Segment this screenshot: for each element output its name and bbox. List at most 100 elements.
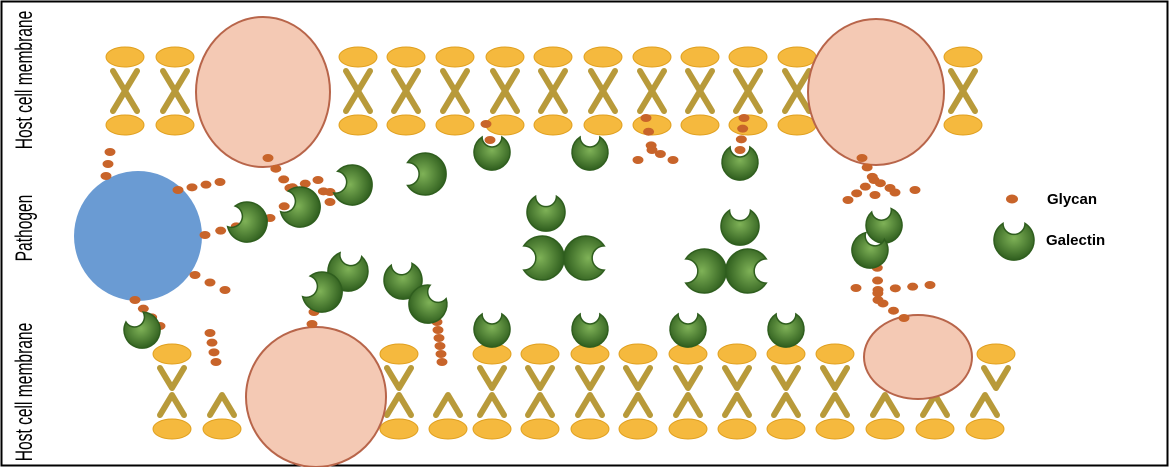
glycan-legend-icon bbox=[1006, 195, 1018, 204]
pathogen-label: Pathogen bbox=[12, 195, 38, 262]
lipid-head bbox=[681, 115, 719, 135]
glycan-unit bbox=[633, 156, 644, 164]
glycan-unit bbox=[899, 314, 910, 322]
lipid-head bbox=[436, 47, 474, 67]
lipid-head bbox=[486, 115, 524, 135]
glycan-unit bbox=[173, 186, 184, 194]
lipid-head bbox=[866, 419, 904, 439]
glycan-unit bbox=[736, 135, 747, 143]
lipid-head bbox=[966, 419, 1004, 439]
glycan-unit bbox=[211, 358, 222, 366]
glycan-unit bbox=[647, 146, 658, 154]
glycan-unit bbox=[325, 198, 336, 206]
lipid-head bbox=[429, 419, 467, 439]
lipid-head bbox=[571, 419, 609, 439]
glycan-unit bbox=[735, 146, 746, 154]
lipid-head bbox=[339, 115, 377, 135]
glycan-unit bbox=[862, 163, 873, 171]
glycan-unit bbox=[668, 156, 679, 164]
lipid-head bbox=[339, 47, 377, 67]
glycan-unit bbox=[843, 196, 854, 204]
lipid-head bbox=[153, 419, 191, 439]
lipid-head bbox=[521, 344, 559, 364]
galectin-legend-label: Galectin bbox=[1046, 232, 1105, 249]
glycan-unit bbox=[739, 114, 750, 122]
glycan-legend-label: Glycan bbox=[1047, 191, 1097, 208]
glycan-unit bbox=[888, 307, 899, 315]
lipid-head bbox=[916, 419, 954, 439]
lipid-head bbox=[944, 115, 982, 135]
glycan-unit bbox=[313, 176, 324, 184]
lipid-head bbox=[203, 419, 241, 439]
lipid-head bbox=[633, 47, 671, 67]
lipid-head bbox=[619, 344, 657, 364]
glycan-unit bbox=[870, 191, 881, 199]
lipid-head bbox=[473, 419, 511, 439]
lipid-head bbox=[380, 419, 418, 439]
lipid-head bbox=[729, 47, 767, 67]
glycan-unit bbox=[200, 231, 211, 239]
lipid-head bbox=[718, 344, 756, 364]
glycan-unit bbox=[103, 160, 114, 168]
glycan-unit bbox=[215, 178, 226, 186]
lipid-head bbox=[534, 115, 572, 135]
membrane-protein bbox=[808, 19, 944, 165]
lipid-head bbox=[387, 47, 425, 67]
glycan-unit bbox=[873, 286, 884, 294]
host-cell-membrane-top-label: Host cell membrane bbox=[12, 11, 38, 150]
lipid-head bbox=[106, 47, 144, 67]
glycan-unit bbox=[851, 189, 862, 197]
glycan-unit bbox=[925, 281, 936, 289]
lipid-head bbox=[521, 419, 559, 439]
glycan-unit bbox=[187, 183, 198, 191]
glycan-unit bbox=[270, 165, 281, 173]
glycan-unit bbox=[220, 286, 231, 294]
lipid-head bbox=[619, 419, 657, 439]
glycan-unit bbox=[860, 183, 871, 191]
lipid-head bbox=[816, 344, 854, 364]
glycan-unit bbox=[307, 320, 318, 328]
glycan-unit bbox=[105, 148, 116, 156]
glycan-unit bbox=[872, 277, 883, 285]
lipid-head bbox=[153, 344, 191, 364]
glycan-unit bbox=[869, 176, 880, 184]
glycan-unit bbox=[435, 342, 446, 350]
glycan-unit bbox=[643, 128, 654, 136]
lipid-head bbox=[486, 47, 524, 67]
lipid-head bbox=[156, 47, 194, 67]
glycan-unit bbox=[481, 120, 492, 128]
glycan-unit bbox=[433, 326, 444, 334]
glycan-unit bbox=[215, 227, 226, 235]
glycan-unit bbox=[205, 279, 216, 287]
lipid-head bbox=[584, 47, 622, 67]
glycan-unit bbox=[851, 284, 862, 292]
glycan-unit bbox=[209, 348, 220, 356]
lipid-head bbox=[534, 47, 572, 67]
glycan-unit bbox=[279, 202, 290, 210]
lipid-head bbox=[767, 419, 805, 439]
lipid-head bbox=[681, 47, 719, 67]
lipid-head bbox=[669, 419, 707, 439]
glycan-unit bbox=[437, 358, 448, 366]
lipid-head bbox=[977, 344, 1015, 364]
glycan-unit bbox=[207, 339, 218, 347]
membrane-protein bbox=[864, 315, 972, 399]
glycan-unit bbox=[263, 154, 274, 162]
lipid-head bbox=[156, 115, 194, 135]
glycan-unit bbox=[205, 329, 216, 337]
lipid-head bbox=[436, 115, 474, 135]
lipid-head bbox=[380, 344, 418, 364]
lipid-head bbox=[106, 115, 144, 135]
host-cell-membrane-bottom-label: Host cell membrane bbox=[12, 323, 38, 462]
glycan-unit bbox=[130, 296, 141, 304]
glycan-unit bbox=[857, 154, 868, 162]
membrane-protein bbox=[246, 327, 386, 467]
glycan-unit bbox=[737, 125, 748, 133]
lipid-head bbox=[816, 419, 854, 439]
glycan-unit bbox=[910, 186, 921, 194]
glycan-unit bbox=[434, 334, 445, 342]
glycan-unit bbox=[890, 284, 901, 292]
lipid-head bbox=[718, 419, 756, 439]
glycan-unit bbox=[436, 350, 447, 358]
